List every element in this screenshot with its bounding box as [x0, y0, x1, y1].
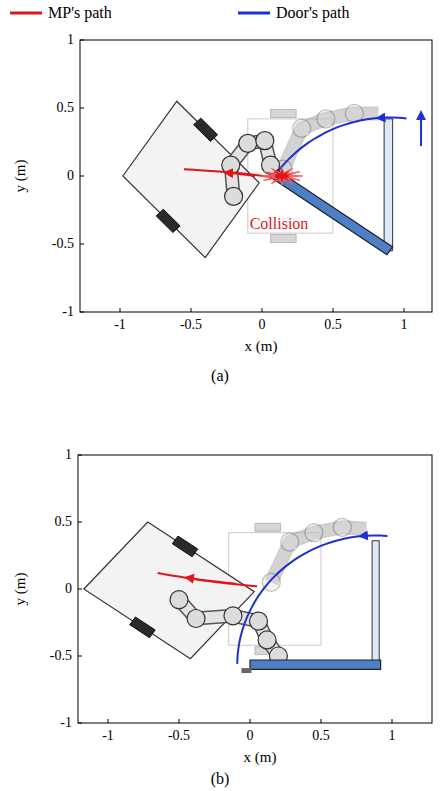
tick-mark: [250, 719, 251, 723]
legend-line: [10, 12, 42, 15]
axis-tick-label: -0.5: [50, 649, 72, 663]
axis-title: y (m): [13, 573, 28, 606]
door-path: [274, 118, 383, 177]
arm-joint: [333, 518, 351, 536]
tick-mark: [78, 723, 82, 724]
axis-tick-label: 0.5: [57, 101, 75, 115]
tick-mark: [80, 108, 84, 109]
axis-tick-label: 0: [247, 729, 254, 743]
axis-title: y (m): [13, 160, 28, 193]
axis-tick-label: 1: [67, 33, 74, 47]
wheel: [130, 617, 156, 638]
plot-frame: [78, 455, 432, 723]
tick-mark: [78, 656, 82, 657]
tick-mark: [80, 40, 84, 41]
mp-path-arrow: [225, 173, 255, 176]
motion-arrow: [420, 112, 422, 146]
mobile-platform: [84, 522, 254, 659]
wheel: [172, 536, 198, 557]
axis-tick-label: 0.5: [312, 729, 330, 743]
tick-mark: [80, 176, 84, 177]
arm-joint: [258, 631, 276, 649]
door-path: [237, 536, 365, 664]
axis-tick-label: -0.5: [52, 237, 74, 251]
tick-mark: [333, 308, 334, 312]
plot-frame: [80, 40, 432, 312]
arm-joint: [256, 132, 274, 150]
mp-path-arrow: [186, 578, 236, 584]
arm-link: [179, 600, 278, 664]
axis-tick-label: -1: [114, 318, 126, 332]
mp-path: [184, 169, 273, 177]
tick-mark: [108, 719, 109, 723]
axis-tick-label: 0.5: [55, 515, 73, 529]
arm-joint: [187, 609, 205, 627]
legend-text: MP's path: [48, 5, 112, 21]
tick-mark: [80, 244, 84, 245]
axis-tick-label: 1: [389, 729, 396, 743]
door-handle: [241, 668, 251, 673]
door-path-arrow: [360, 534, 388, 537]
arm-joint: [281, 533, 299, 551]
collision-burst: [261, 167, 303, 185]
tick-mark: [78, 589, 82, 590]
arm-joint: [317, 110, 335, 128]
door-initial: [384, 119, 393, 251]
tick-mark: [321, 719, 322, 723]
axis-tick-label: 0: [67, 169, 74, 183]
arm-joint: [305, 524, 323, 542]
panel-label: (a): [211, 368, 229, 384]
arm-joint: [293, 119, 311, 137]
axis-tick-label: -0.5: [180, 318, 202, 332]
axis-tick-label: 0.5: [324, 318, 342, 332]
axis-tick-label: -1: [60, 716, 72, 730]
initial-wheel: [271, 234, 297, 242]
tick-mark: [78, 455, 82, 456]
axis-title: x (m): [244, 750, 277, 765]
door-path-arrow: [377, 117, 406, 120]
axis-title: x (m): [245, 339, 278, 354]
axis-tick-label: 0: [65, 582, 72, 596]
tick-mark: [262, 308, 263, 312]
axis-tick-label: -1: [62, 305, 74, 319]
tick-mark: [80, 312, 84, 313]
door-initial: [372, 541, 379, 663]
arm-joint: [250, 612, 268, 630]
tick-mark: [191, 308, 192, 312]
initial-wheel: [255, 523, 281, 531]
axis-tick-label: -1: [102, 729, 114, 743]
mp-path: [158, 573, 257, 586]
arm-link-outline: [179, 600, 278, 664]
legend-text: Door's path: [276, 5, 350, 21]
arm-joint: [170, 591, 188, 609]
wheel: [194, 118, 218, 141]
arm-joint: [225, 187, 243, 205]
arm-joint: [224, 607, 242, 625]
tick-mark: [179, 719, 180, 723]
legend-line: [238, 12, 270, 15]
axis-tick-label: -0.5: [168, 729, 190, 743]
wheel: [156, 209, 180, 232]
axis-tick-label: 1: [401, 318, 408, 332]
annotation: Collision: [250, 216, 309, 232]
tick-mark: [120, 308, 121, 312]
axis-tick-label: 1: [65, 448, 72, 462]
panel-label: (b): [211, 771, 230, 787]
tick-mark: [78, 522, 82, 523]
tick-mark: [404, 308, 405, 312]
axis-tick-label: 0: [259, 318, 266, 332]
door-final: [250, 660, 381, 669]
tick-mark: [392, 719, 393, 723]
arm-joint: [239, 134, 257, 152]
initial-wheel: [271, 109, 297, 117]
